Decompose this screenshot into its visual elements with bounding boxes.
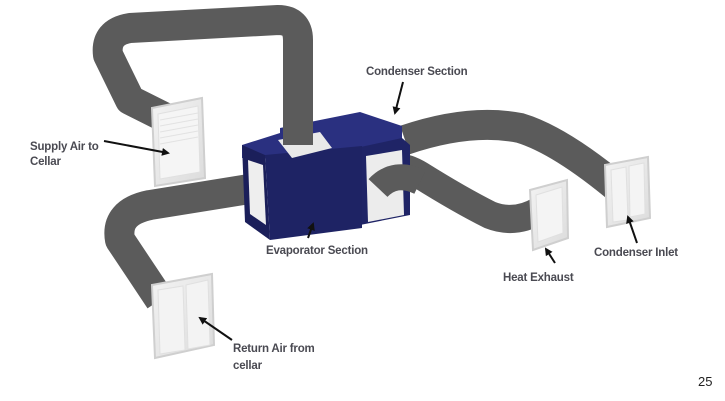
supply-air-grille [150, 96, 207, 188]
page-number: 25 [698, 374, 712, 389]
label-heat-exhaust: Heat Exhaust [503, 272, 574, 284]
condenser-inlet-grille [603, 155, 652, 229]
return-air-grille [150, 272, 216, 360]
label-condenser-inlet: Condenser Inlet [594, 247, 678, 259]
heat-exhaust-grille [528, 178, 570, 252]
supply-air-arrow [103, 140, 170, 156]
label-return-air-line1: Return Air from [233, 343, 315, 355]
label-supply-air-line2: Cellar [30, 156, 61, 168]
label-condenser-section: Condenser Section [366, 66, 468, 78]
return-air-arrow [198, 316, 233, 341]
supply-duct [92, 5, 313, 150]
condenser-inlet-duct [400, 109, 630, 202]
evaporator-section-arrow [307, 222, 315, 239]
label-return-air-line2: cellar [233, 360, 263, 372]
return-duct [104, 173, 258, 309]
heat-exhaust-arrow [544, 247, 556, 264]
label-evaporator-section: Evaporator Section [266, 245, 368, 257]
label-supply-air-line1: Supply Air to [30, 141, 99, 153]
condenser-inlet-arrow [626, 215, 638, 244]
condenser-section-arrow [392, 81, 404, 115]
